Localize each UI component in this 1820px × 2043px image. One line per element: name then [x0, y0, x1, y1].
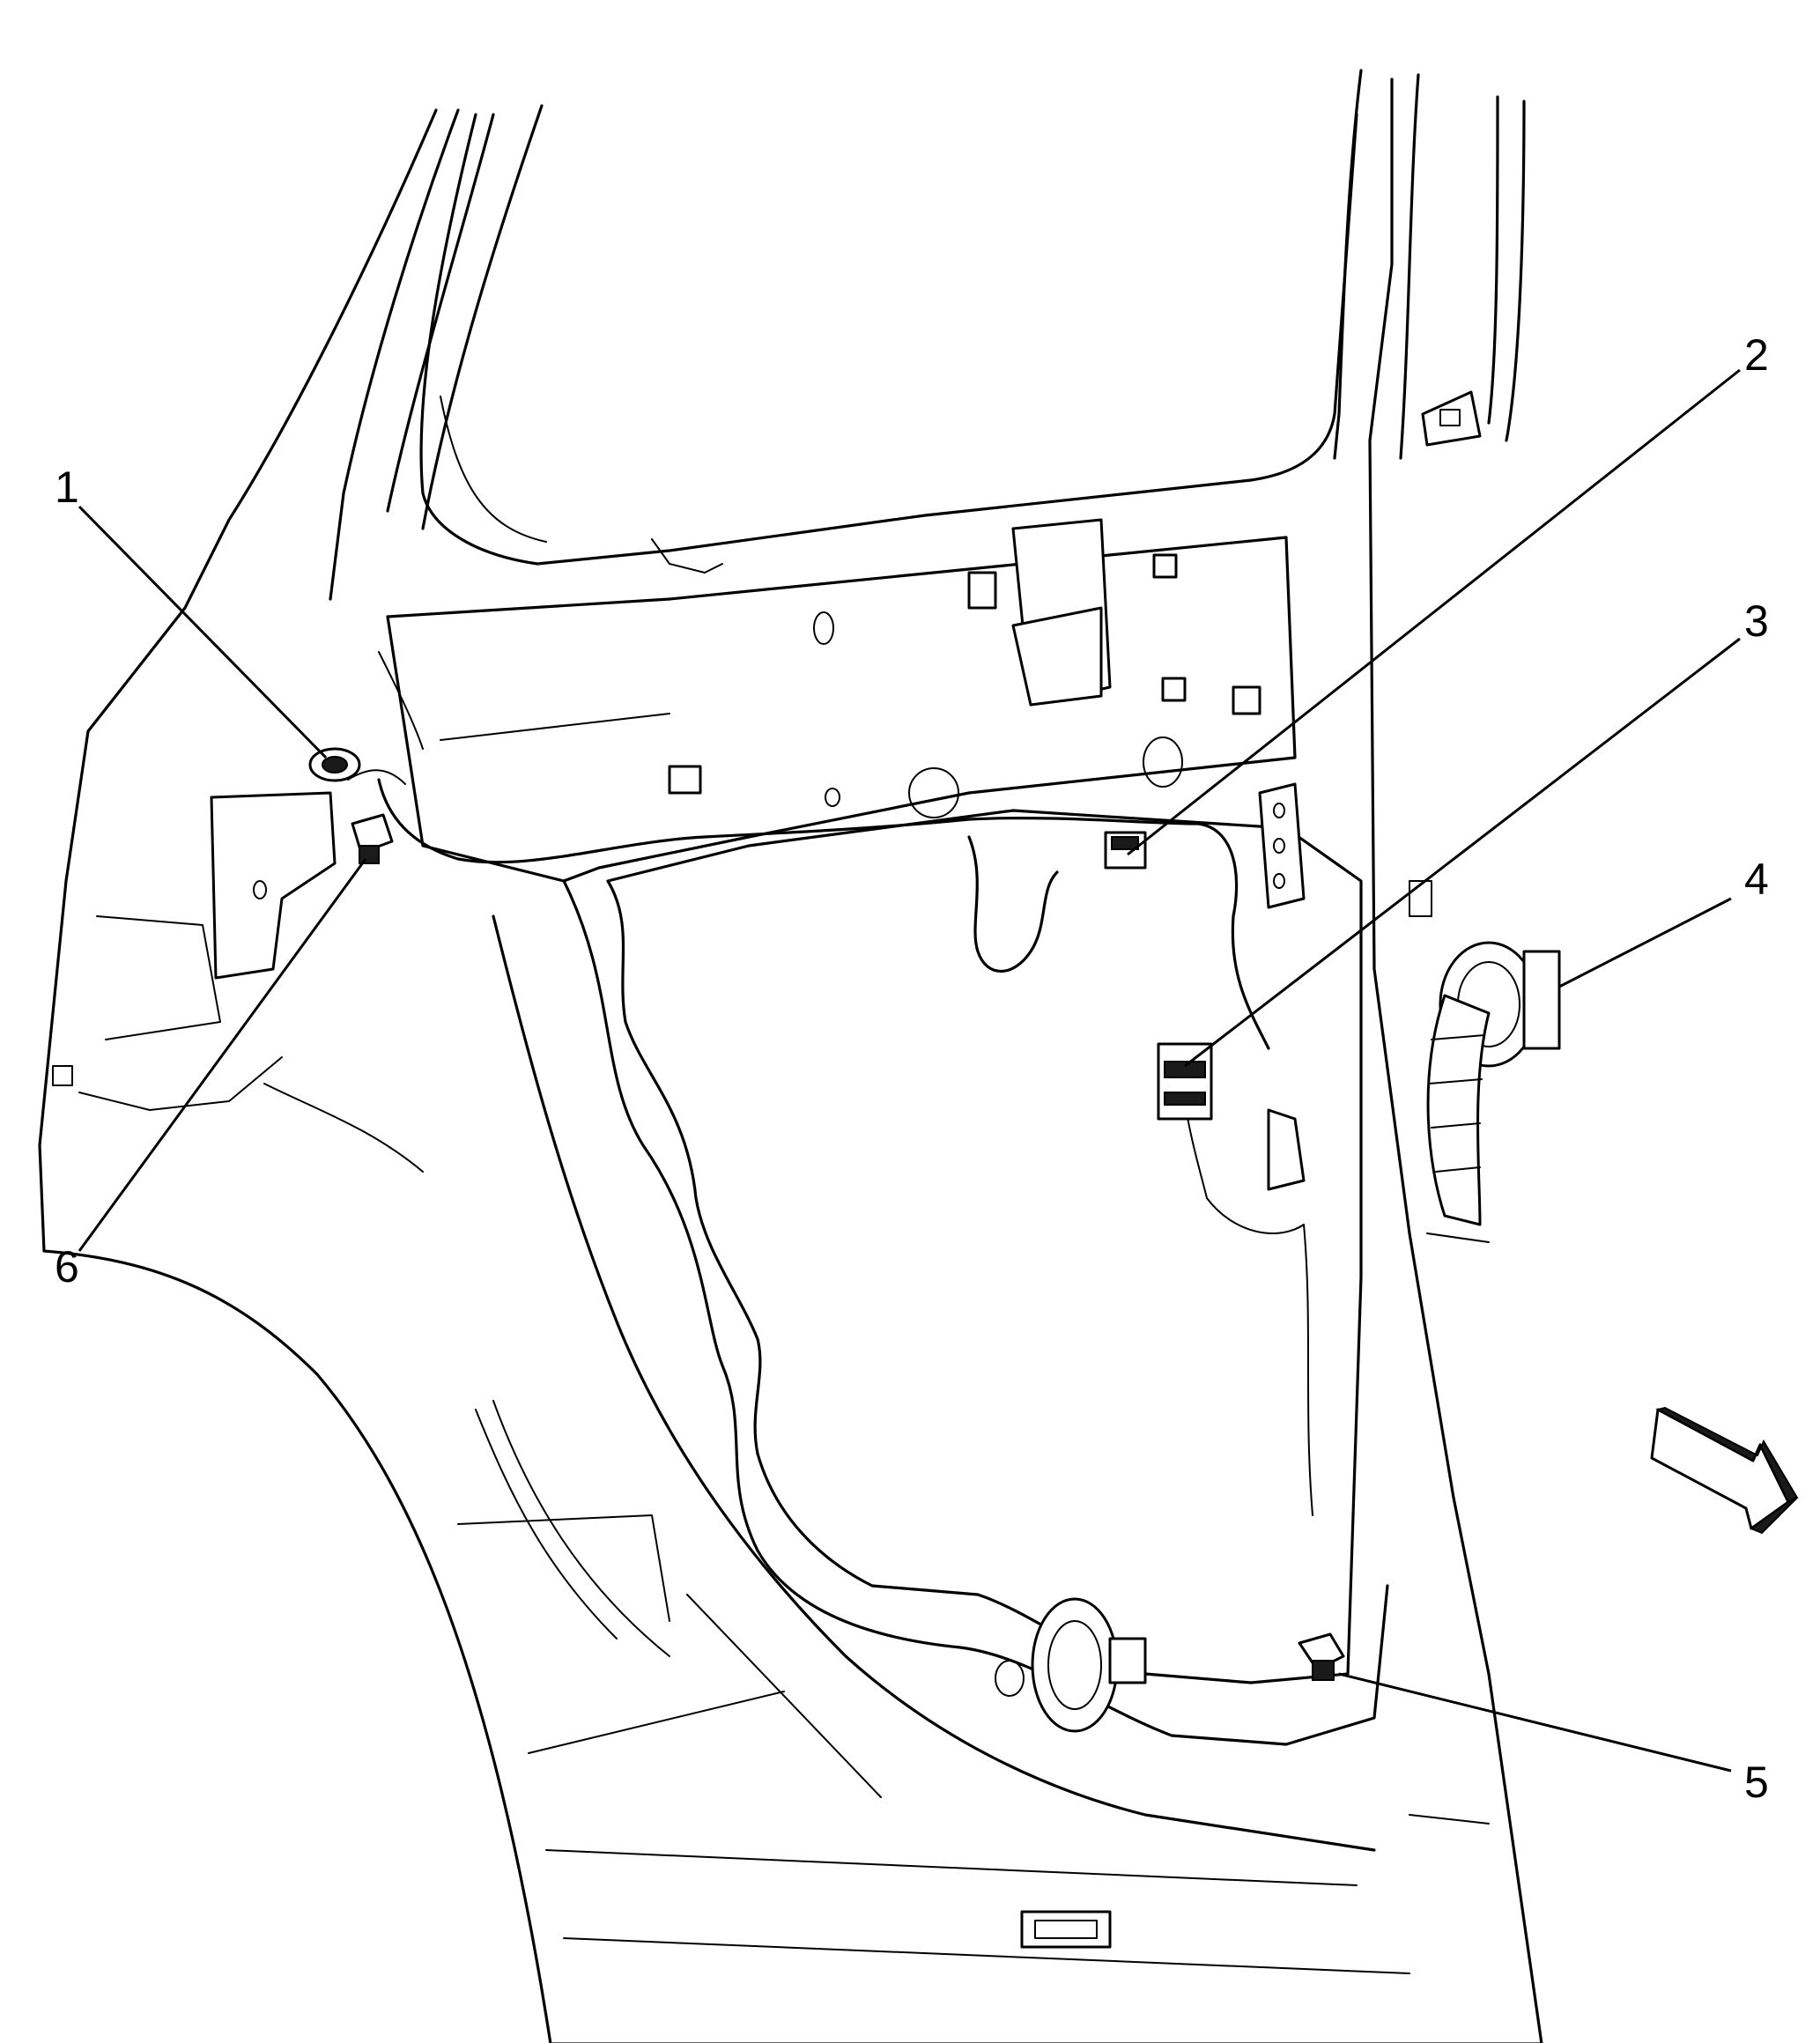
door-outer-shell	[38, 69, 1543, 2043]
component-1-harness-connector	[308, 747, 361, 782]
inner-panel-upper	[378, 390, 1482, 883]
component-4-harness-grommet	[1426, 941, 1561, 1226]
leader-5	[1338, 1672, 1732, 1773]
component-3-connector	[1157, 1042, 1213, 1121]
component-2-connector	[1104, 831, 1147, 870]
callout-3: 3	[1744, 596, 1769, 646]
callout-6: 6	[55, 1242, 79, 1292]
drain-slot	[1020, 1910, 1112, 1949]
callout-5: 5	[1744, 1758, 1769, 1807]
direction-arrow-icon	[1650, 1406, 1799, 1535]
callout-2: 2	[1744, 330, 1769, 380]
leader-2	[1127, 368, 1741, 856]
component-5-connector	[1298, 1632, 1345, 1681]
wiring-harness	[347, 769, 1313, 1516]
inner-panel-lower-opening	[492, 809, 1410, 1974]
leader-6	[78, 858, 367, 1252]
door-speaker	[995, 1597, 1147, 1733]
leader-1	[78, 505, 328, 759]
front-hinge-pillar	[52, 791, 882, 1798]
leader-3	[1184, 637, 1741, 1068]
component-6-connector	[351, 813, 394, 864]
door-latch-area	[1258, 782, 1490, 1825]
callout-1: 1	[55, 463, 79, 512]
callout-4: 4	[1744, 855, 1769, 904]
window-opening	[419, 113, 1358, 574]
leader-4	[1558, 897, 1732, 988]
